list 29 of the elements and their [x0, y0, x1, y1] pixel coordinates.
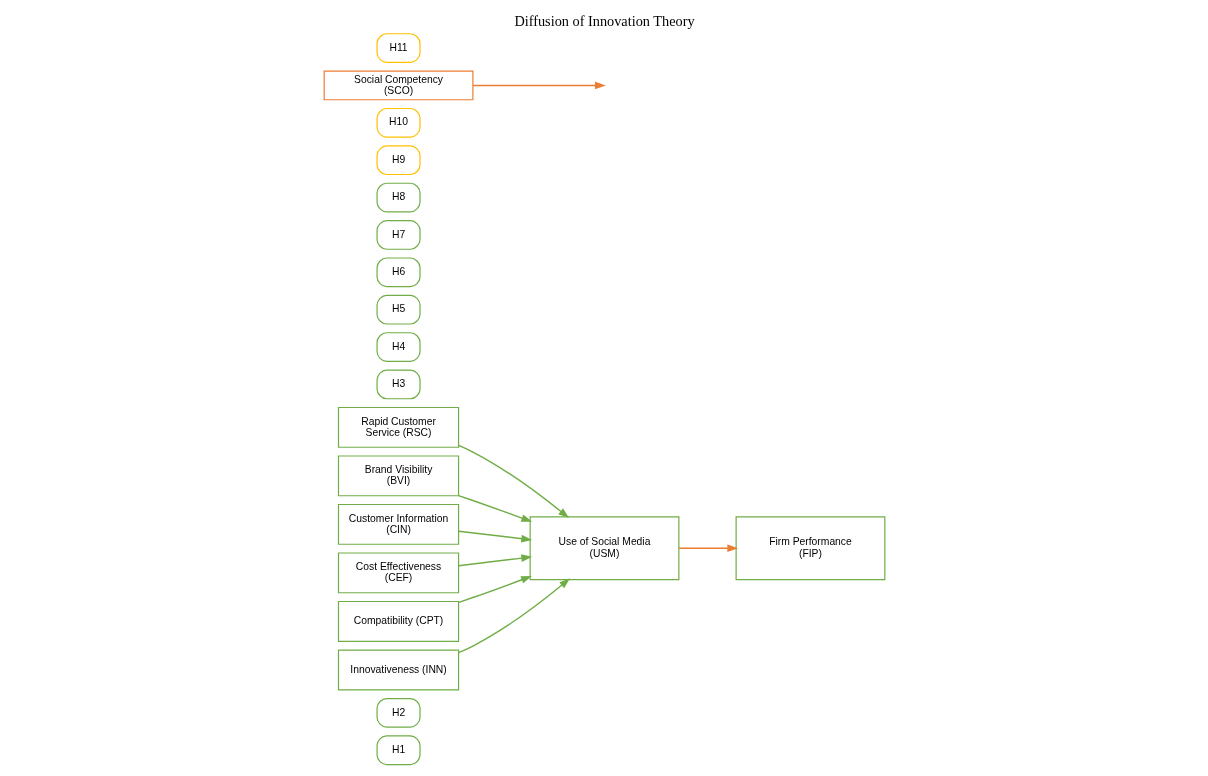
node-box: H6 — [375, 257, 421, 288]
arrow — [471, 81, 606, 90]
node-box: H10 — [375, 107, 421, 138]
node-box: Firm Performance (FIP) — [735, 516, 885, 581]
arrow — [677, 544, 738, 553]
arrow — [457, 444, 569, 519]
node-box: H7 — [375, 220, 421, 250]
node-box: H3 — [375, 369, 421, 400]
node-box: H8 — [375, 182, 421, 213]
arrow — [457, 554, 532, 567]
arrow — [457, 578, 570, 654]
node-box: Social Competency (SCO) — [323, 70, 473, 101]
node-box: Compatibility (CPT) — [337, 600, 459, 642]
arrow — [457, 494, 532, 522]
node-box: Rapid Customer Service (RSC) — [337, 406, 459, 448]
node-box: H1 — [375, 735, 421, 766]
node-box: Innovativeness (INN) — [337, 649, 459, 691]
node-box: Customer Information (CIN) — [337, 503, 459, 545]
arrow — [457, 530, 532, 543]
node-box: Cost Effectiveness (CEF) — [337, 552, 459, 594]
node-box: Brand Visibility (BVI) — [337, 455, 459, 497]
arrow — [457, 576, 532, 604]
node-box: H4 — [375, 332, 421, 362]
node-box: H2 — [375, 697, 421, 728]
node-box: Use of Social Media (USM) — [529, 516, 679, 581]
node-box: H11 — [375, 33, 421, 63]
node-box: H5 — [375, 294, 421, 325]
diagram-title: Diffusion of Innovation Theory — [513, 13, 695, 30]
node-box: H9 — [375, 145, 421, 176]
